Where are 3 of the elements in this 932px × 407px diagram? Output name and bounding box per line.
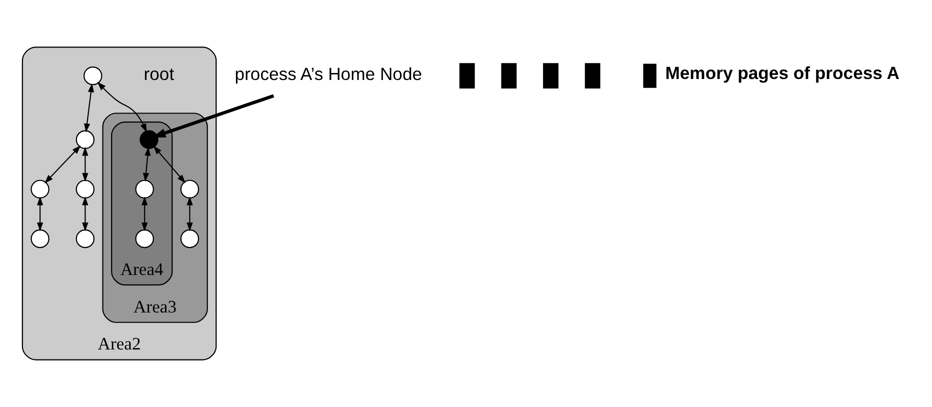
node-text: process A’s Home Node: [234, 64, 422, 84]
legend-label: Memory pages of process A: [665, 62, 900, 83]
node-label: root: [144, 64, 174, 84]
